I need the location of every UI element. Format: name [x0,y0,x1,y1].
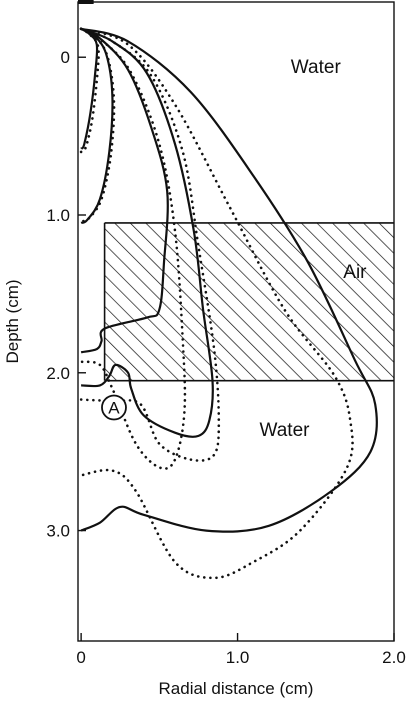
x-tick-label: 0 [76,648,85,667]
region-label-water: Water [260,420,311,441]
x-axis-title: Radial distance (cm) [159,679,314,698]
marker-circle [101,394,127,421]
solid-contour-3 [80,27,214,438]
plot-border [77,1,395,642]
dotted-contour-8 [79,27,221,462]
marker-label: A [108,398,120,417]
region-label-air: Air [343,262,367,283]
solid-contour-0 [80,27,99,150]
y-tick-label: 2.0 [46,364,70,383]
axis-ticks: 0 1.0 2.0 0 1.0 2.0 3.0 [46,48,405,667]
x-tick-label: 2.0 [382,648,406,667]
solid-contour-4 [80,27,378,533]
y-tick-label: 0 [61,48,70,67]
air-layer-region [103,222,395,382]
y-tick-label: 3.0 [46,522,70,541]
region-label-water: Water [291,57,342,78]
series-group [79,27,378,580]
marker-a: A [101,394,127,421]
dotted-contour-9 [79,27,354,580]
x-tick-label: 1.0 [226,648,250,667]
plot-frame [77,0,395,642]
y-tick-label: 1.0 [46,206,70,225]
dotted-contour-5 [79,27,100,154]
y-axis-title: Depth (cm) [3,279,22,363]
air-layer-hatch [104,222,395,381]
dotted-contour-7 [79,27,187,470]
